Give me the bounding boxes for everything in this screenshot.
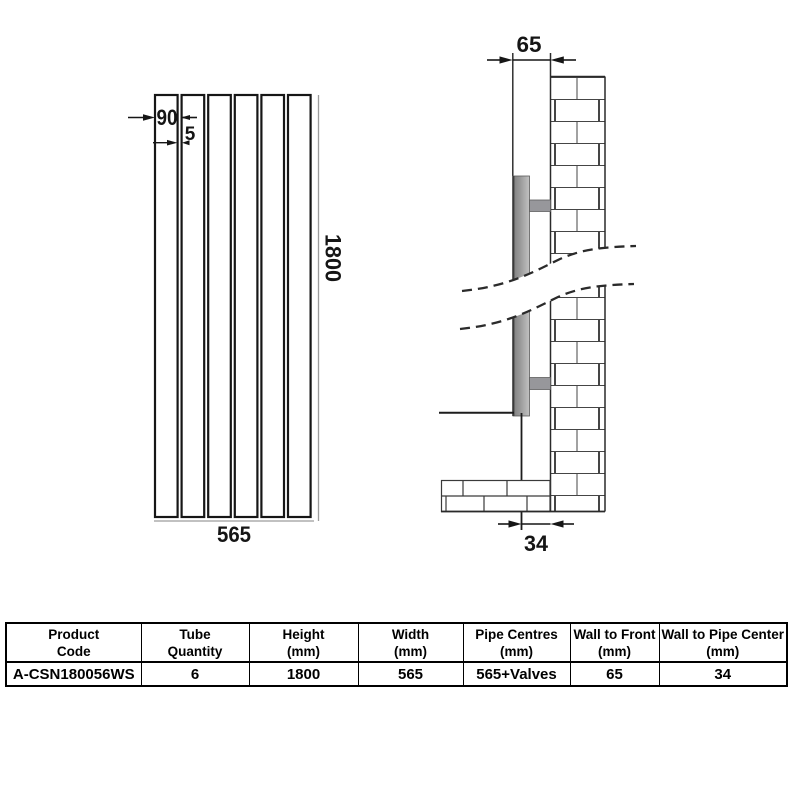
spec-table-container: Product Code Tube Quantity Height (mm) W… — [5, 622, 788, 687]
tube-gap-label: 5 — [185, 124, 196, 145]
break-band — [460, 246, 636, 329]
arrowhead-left-icon — [550, 520, 564, 528]
column-header-product-code: Product Code — [5, 622, 142, 663]
spec-value-wall-to-pipe-center: 34 — [658, 661, 788, 687]
front-view: 90 5 1800 565 — [128, 93, 346, 547]
tube-width-dimension — [128, 114, 197, 121]
wall-to-pipe-dimension — [498, 520, 574, 528]
wall-to-front-label: 65 — [517, 32, 542, 57]
radiator-tube — [260, 93, 286, 519]
radiator-tube — [207, 93, 232, 519]
column-header-tube-quantity: Tube Quantity — [140, 622, 250, 663]
spec-value-height: 1800 — [248, 661, 359, 687]
radiator-tube — [233, 93, 259, 519]
tube-gap-dimension — [153, 139, 190, 146]
header-line: Tube — [179, 626, 211, 642]
column-header-width: Width (mm) — [357, 622, 464, 663]
floor — [440, 479, 551, 513]
tube-width-label: 90 — [157, 105, 178, 130]
spec-value-width: 565 — [357, 661, 464, 687]
radiator-tube — [180, 93, 206, 519]
wall-to-front-dimension — [487, 56, 576, 64]
wall-bracket — [529, 377, 551, 390]
arrowhead-right-icon — [143, 114, 155, 121]
arrowhead-right-icon — [499, 56, 513, 64]
header-line: Height — [282, 626, 325, 642]
arrowhead-left-icon — [182, 140, 190, 146]
arrowhead-right-icon — [167, 139, 178, 146]
header-line: Wall to Front — [573, 626, 656, 642]
header-line: Pipe Centres — [475, 626, 558, 642]
column-header-height: Height (mm) — [248, 622, 359, 663]
header-line: Product — [48, 626, 100, 642]
side-view: 65 34 — [439, 32, 637, 556]
header-line: Quantity — [167, 643, 223, 659]
arrowhead-left-icon — [550, 56, 564, 64]
technical-drawing: 90 5 1800 565 — [128, 32, 637, 556]
header-line: (mm) — [500, 643, 533, 659]
column-header-wall-to-pipe-center: Wall to Pipe Center (mm) — [658, 622, 788, 663]
radiator-tube — [153, 93, 179, 519]
spec-value-product-code: A-CSN180056WS — [5, 661, 142, 687]
wall-to-pipe-label: 34 — [524, 531, 549, 556]
front-width-label: 565 — [217, 522, 251, 547]
front-height-label: 1800 — [321, 234, 346, 282]
column-header-pipe-centres: Pipe Centres (mm) — [462, 622, 571, 663]
arrowhead-left-icon — [181, 115, 190, 120]
header-line: (mm) — [287, 643, 320, 659]
header-line: (mm) — [598, 643, 631, 659]
radiator-tubes — [153, 93, 312, 519]
header-line: (mm) — [706, 643, 740, 659]
break-line-lower — [459, 282, 635, 331]
radiator-tube — [286, 93, 312, 519]
spec-value-pipe-centres: 565+Valves — [462, 661, 571, 687]
header-line: Wall to Pipe Center — [661, 626, 784, 642]
table-row: A-CSN180056WS 6 1800 565 565+Valves 65 3… — [5, 661, 788, 687]
header-row: Product Code Tube Quantity Height (mm) W… — [5, 622, 788, 663]
spec-value-wall-to-front: 65 — [569, 661, 660, 687]
header-line: (mm) — [394, 643, 427, 659]
header-line: Width — [391, 626, 430, 642]
break-line-upper — [461, 244, 637, 293]
wall-bracket — [529, 199, 551, 212]
spec-value-tube-quantity: 6 — [140, 661, 250, 687]
header-line: Code — [56, 643, 91, 659]
arrowhead-right-icon — [508, 520, 522, 528]
column-header-wall-to-front: Wall to Front (mm) — [569, 622, 660, 663]
spec-table: Product Code Tube Quantity Height (mm) W… — [5, 622, 788, 687]
